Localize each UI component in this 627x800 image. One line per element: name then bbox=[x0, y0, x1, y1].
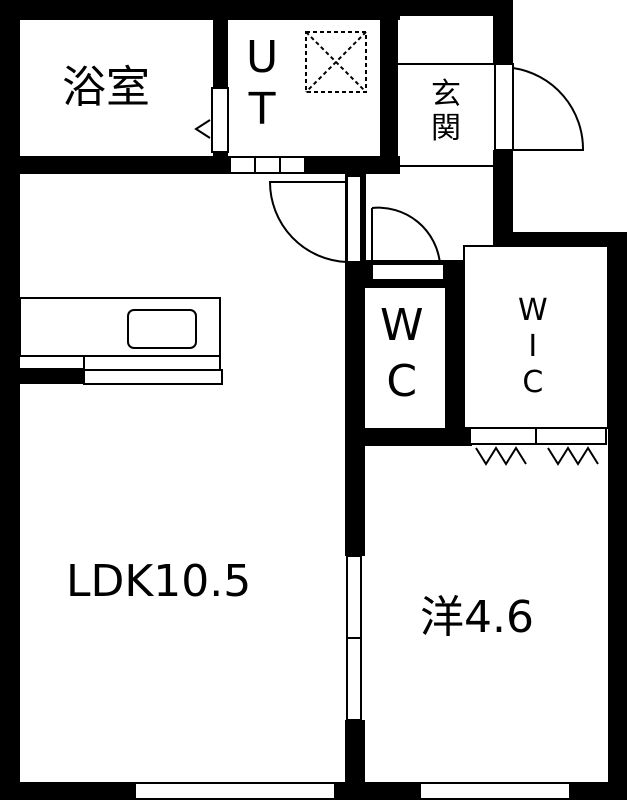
bath-label: 浴室 bbox=[62, 62, 150, 113]
ldk-label: LDK10.5 bbox=[66, 556, 252, 607]
washer-space bbox=[305, 31, 367, 93]
utility-label-top: U bbox=[246, 32, 279, 83]
kitchen-counter bbox=[19, 297, 223, 385]
front-door bbox=[494, 63, 585, 151]
wic-folding-doors bbox=[469, 427, 607, 466]
wic-label-mid: I bbox=[528, 329, 538, 364]
entrance-area bbox=[364, 63, 495, 262]
utility-label: U T bbox=[246, 36, 278, 132]
entrance-label-top: 玄 bbox=[431, 77, 461, 112]
wc-door bbox=[371, 206, 445, 281]
entrance-label-bottom: 関 bbox=[431, 111, 461, 146]
ldk-door bbox=[268, 175, 362, 263]
bath-door bbox=[194, 87, 229, 153]
windows bbox=[0, 782, 627, 800]
utility-label-bottom: T bbox=[248, 84, 276, 135]
wc-label: W C bbox=[380, 304, 424, 404]
wic-label: W I C bbox=[518, 296, 548, 398]
ut-sliding-door bbox=[229, 156, 306, 174]
wic-label-top: W bbox=[518, 293, 548, 328]
wc-label-top: W bbox=[380, 300, 424, 351]
entrance-label: 玄 関 bbox=[431, 80, 461, 144]
wc-label-bottom: C bbox=[386, 356, 418, 407]
wic-label-bottom: C bbox=[522, 365, 544, 400]
ldk-western-sliding-doors bbox=[346, 555, 362, 721]
western-room-label: 洋4.6 bbox=[420, 592, 534, 643]
